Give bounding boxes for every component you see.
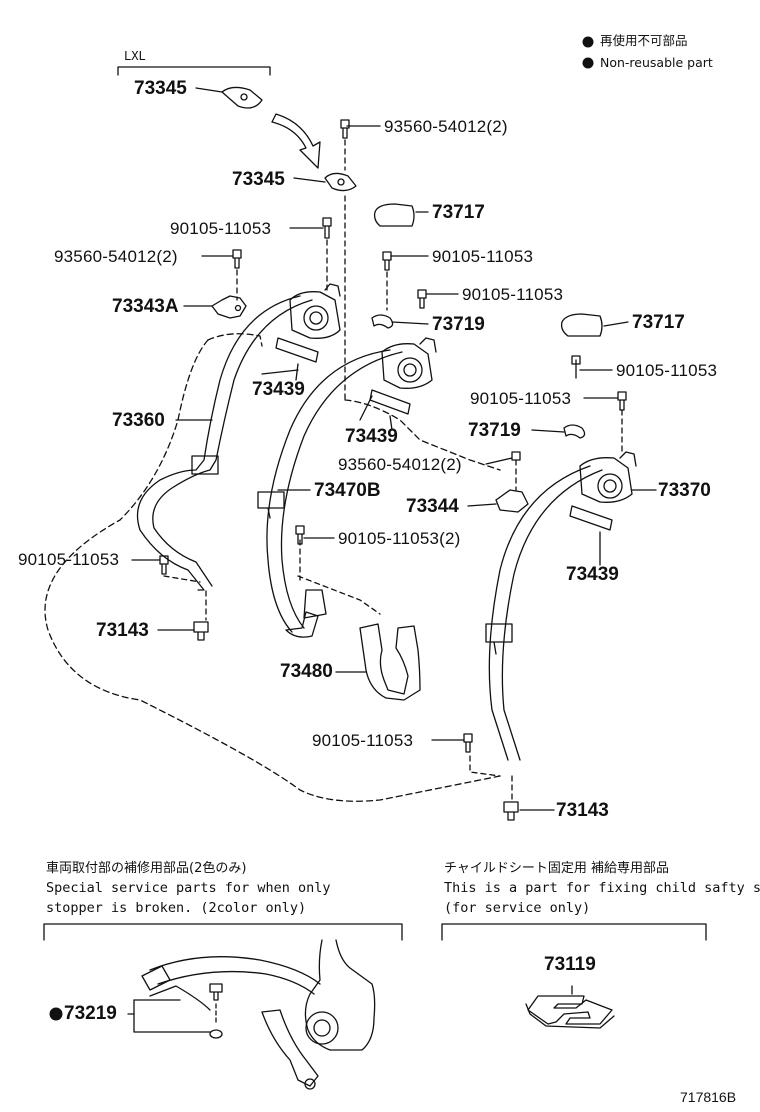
detail-bolt <box>209 983 223 1001</box>
part-label-93560: 93560-54012(2) <box>54 247 178 266</box>
non-reusable-dot-icon <box>582 36 594 48</box>
part-label-73717: 73717 <box>432 202 485 223</box>
part-label-73344: 73344 <box>406 496 459 517</box>
legend-jp: 再使用不可部品 <box>600 33 688 48</box>
buckle-pair <box>359 623 421 701</box>
service-note-right-jp: チャイルドシート固定用 補給専用部品 <box>444 861 670 876</box>
part-label-73480: 73480 <box>280 661 333 682</box>
part-label-73719: 73719 <box>468 420 521 441</box>
part-73119-plate <box>527 995 613 1025</box>
part-73717-cover-a <box>373 203 415 227</box>
belt-webbing-right <box>488 465 591 761</box>
part-label-93560: 93560-54012(2) <box>384 117 508 136</box>
part-label-90105: 90105-11053 <box>18 550 120 569</box>
part-label-90105: 90105-11053 <box>170 219 272 238</box>
service-bracket-left <box>43 923 403 941</box>
part-label-73717: 73717 <box>632 312 685 333</box>
part-label-73219: 73219 <box>64 1003 117 1024</box>
part-label-73119: 73119 <box>544 954 596 975</box>
part-label-73345: 73345 <box>232 169 285 190</box>
part-label-73143: 73143 <box>96 620 149 641</box>
non-reusable-dot-icon <box>49 1007 63 1021</box>
part-73439-strip-b <box>369 389 411 415</box>
retractor-middle <box>381 343 433 389</box>
part-label-73439: 73439 <box>566 564 619 585</box>
direction-arrow-icon <box>271 113 321 169</box>
part-label-90105: 90105-11053 <box>470 389 572 408</box>
part-label-73143: 73143 <box>556 800 609 821</box>
part-label-73345: 73345 <box>134 78 187 99</box>
part-label-90105: 90105-11053 <box>432 247 534 266</box>
part-73717-cover-b <box>560 313 603 337</box>
service-note-right-en1: This is a part for fixing child safty se… <box>444 880 760 896</box>
detail-retractor <box>304 939 376 1051</box>
part-label-90105: 90105-11053 <box>312 731 414 750</box>
part-73439-strip-a <box>275 337 319 363</box>
part-label-73439: 73439 <box>252 379 305 400</box>
diagram-id: 717816B <box>680 1089 737 1105</box>
variant-label: LXL <box>124 49 146 63</box>
part-label-93560: 93560-54012(2) <box>338 455 462 474</box>
retractor-left <box>289 291 341 339</box>
part-label-73719: 73719 <box>432 314 485 335</box>
service-note-right-en2: (for service only) <box>444 900 591 916</box>
seat-outline-dashed <box>44 339 501 802</box>
part-label-90105: 90105-11053(2) <box>338 529 461 548</box>
belt-webbing-left <box>136 295 301 591</box>
part-label-90105: 90105-11053 <box>462 285 564 304</box>
retractor-right <box>579 457 633 503</box>
part-73345-top-shape <box>221 86 263 109</box>
buckle-a <box>303 589 327 619</box>
part-73439-strip-c <box>569 505 613 531</box>
part-label-73470B: 73470B <box>314 480 381 501</box>
lxl-bracket-line <box>117 66 271 76</box>
belt-webbing-middle <box>266 349 391 633</box>
legend-en: Non-reusable part <box>600 55 713 70</box>
part-label-73439: 73439 <box>345 426 398 447</box>
part-label-73343A: 73343A <box>112 296 179 317</box>
part-label-73370: 73370 <box>658 480 711 501</box>
service-note-left-jp: 車両取付部の補修用部品(2色のみ) <box>46 861 247 876</box>
service-note-left-en2: stopper is broken. (2color only) <box>46 900 307 916</box>
service-bracket-right <box>441 923 707 941</box>
non-reusable-dot-icon <box>582 57 594 69</box>
service-note-left-en1: Special service parts for when only <box>46 880 331 896</box>
part-label-90105: 90105-11053 <box>616 361 718 380</box>
part-label-73360: 73360 <box>112 410 165 431</box>
